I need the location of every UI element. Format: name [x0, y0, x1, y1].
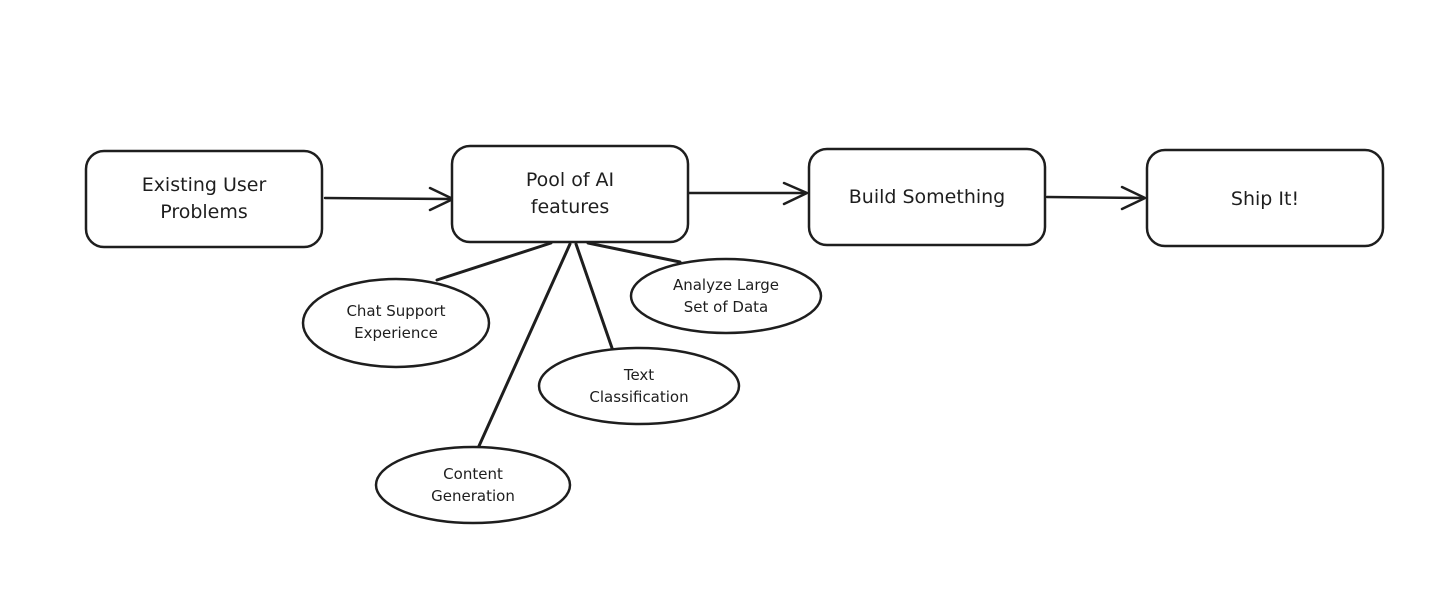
feature-label-line2: Classification: [589, 388, 688, 406]
node-label-line1: Pool of AI: [526, 169, 614, 191]
node-existing-user-problems: Existing User Problems: [84, 149, 324, 249]
feature-label-line1: Chat Support: [346, 302, 445, 320]
node-box: [84, 149, 324, 249]
connector-content-generation: [477, 242, 572, 448]
feature-label-line1: Text: [623, 366, 654, 384]
node-label-line2: Problems: [160, 201, 248, 223]
arrow-build-to-ship: [1045, 185, 1147, 211]
feature-analyze-data: Analyze Large Set of Data: [629, 257, 823, 335]
feature-ellipse: [629, 257, 823, 335]
connector-chat-support: [435, 241, 553, 282]
feature-ellipse: [301, 277, 491, 369]
node-label-line2: features: [531, 196, 610, 218]
feature-label-line2: Experience: [354, 324, 438, 342]
node-label-line1: Build Something: [849, 186, 1006, 208]
node-box: [807, 147, 1047, 247]
feature-label-line1: Content: [443, 465, 503, 483]
node-label-line1: Existing User: [142, 174, 267, 196]
feature-text-classification: Text Classification: [537, 346, 741, 426]
node-label-line1: Ship It!: [1231, 188, 1299, 210]
feature-label-line2: Set of Data: [684, 298, 768, 316]
arrow-problems-to-pool: [323, 186, 455, 212]
node-box: [1145, 148, 1385, 248]
node-ship-it: Ship It!: [1145, 148, 1385, 248]
feature-label-line1: Analyze Large: [673, 276, 779, 294]
feature-content-generation: Content Generation: [374, 445, 572, 525]
feature-connectors: [435, 241, 682, 448]
feature-ellipse: [537, 346, 741, 426]
feature-label-line2: Generation: [431, 487, 515, 505]
arrow-pool-to-build: [687, 181, 809, 206]
node-box: [450, 144, 690, 244]
connector-analyze-data: [586, 241, 682, 264]
node-build-something: Build Something: [807, 147, 1047, 247]
feature-ellipse: [374, 445, 572, 525]
node-pool-of-ai-features: Pool of AI features: [450, 144, 690, 244]
connector-text-classification: [574, 242, 614, 350]
feature-chat-support: Chat Support Experience: [301, 277, 491, 369]
